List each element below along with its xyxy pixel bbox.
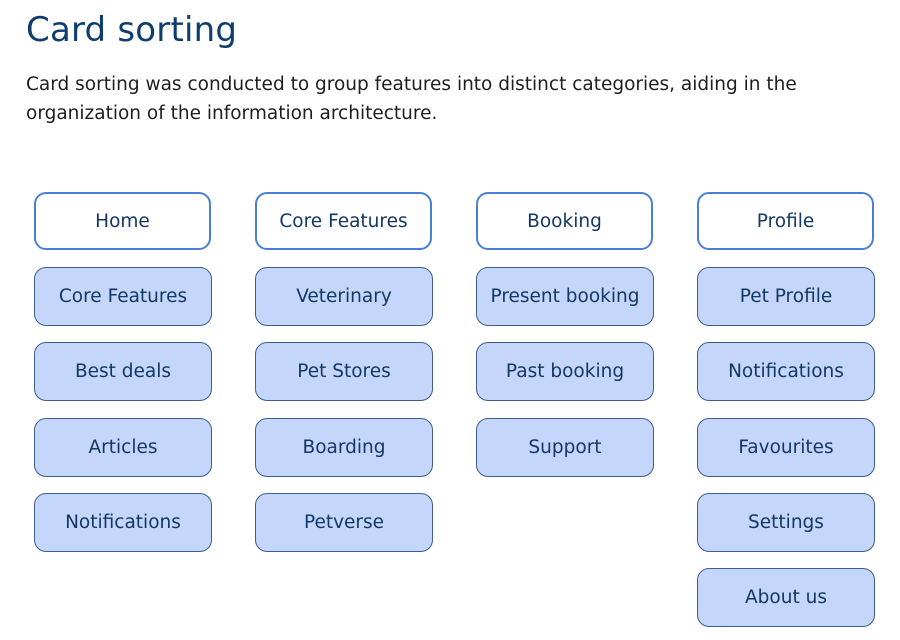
- category-header-profile: Profile: [697, 192, 874, 250]
- feature-card-core-features: Core Features: [34, 267, 212, 326]
- feature-card-boarding: Boarding: [255, 418, 433, 477]
- feature-card-petverse: Petverse: [255, 493, 433, 552]
- feature-card-about-us: About us: [697, 568, 875, 627]
- category-header-core-features: Core Features: [255, 192, 432, 250]
- feature-card-notifications: Notifications: [34, 493, 212, 552]
- feature-card-pet-stores: Pet Stores: [255, 342, 433, 401]
- feature-card-notifications: Notifications: [697, 342, 875, 401]
- feature-card-support: Support: [476, 418, 654, 477]
- page-title: Card sorting: [26, 10, 238, 50]
- feature-card-present-booking: Present booking: [476, 267, 654, 326]
- feature-card-settings: Settings: [697, 493, 875, 552]
- feature-card-veterinary: Veterinary: [255, 267, 433, 326]
- feature-card-articles: Articles: [34, 418, 212, 477]
- category-header-home: Home: [34, 192, 211, 250]
- category-header-booking: Booking: [476, 192, 653, 250]
- feature-card-past-booking: Past booking: [476, 342, 654, 401]
- feature-card-pet-profile: Pet Profile: [697, 267, 875, 326]
- feature-card-best-deals: Best deals: [34, 342, 212, 401]
- page-description: Card sorting was conducted to group feat…: [26, 74, 797, 124]
- feature-card-favourites: Favourites: [697, 418, 875, 477]
